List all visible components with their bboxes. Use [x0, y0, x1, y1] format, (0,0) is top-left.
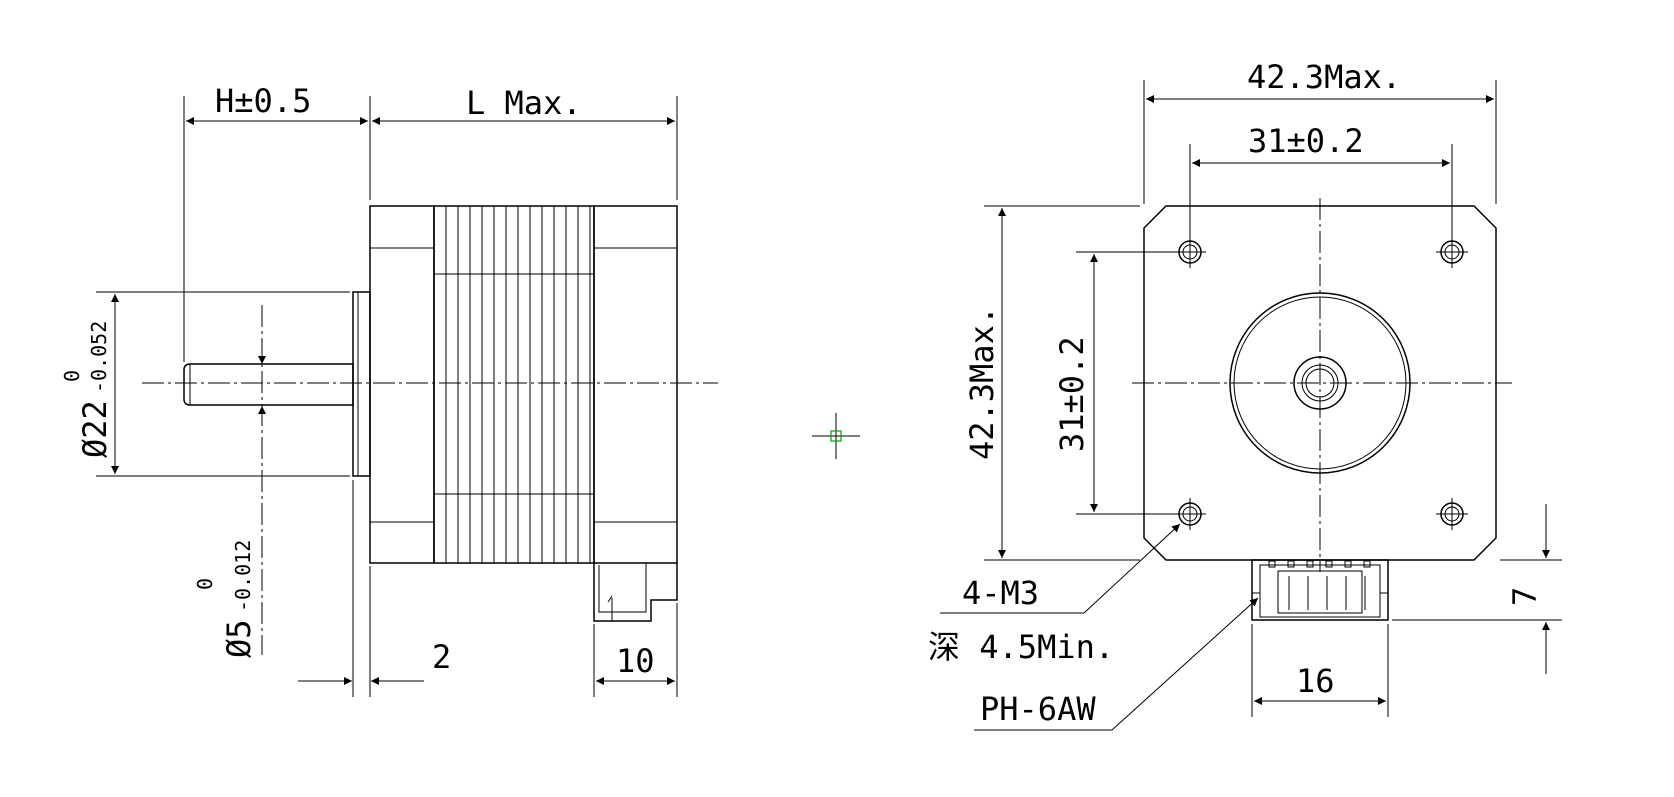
d22-tolerance: -0.052 — [87, 321, 111, 393]
hole-spacing-v-label: 31±0.2 — [1053, 336, 1091, 452]
front-body — [1143, 205, 1497, 561]
d5-label: Ø5 — [220, 619, 258, 658]
mounting-holes — [1174, 236, 1468, 530]
thread-label: 4-M3 — [962, 574, 1039, 612]
pilot-circle — [1229, 292, 1411, 474]
connector-label: PH-6AW — [980, 690, 1096, 728]
front-flange — [369, 205, 435, 564]
connector-side — [593, 563, 678, 622]
origin-marker — [812, 413, 860, 459]
h-dimension-label: H±0.5 — [215, 82, 311, 120]
shaft-circle — [1293, 356, 1347, 410]
connector-pin — [1306, 560, 1314, 568]
dim-10-label: 10 — [616, 642, 655, 680]
shaft — [183, 363, 354, 406]
connector-pin — [1363, 560, 1371, 568]
hole-spacing-h-label: 31±0.2 — [1248, 122, 1364, 160]
front-view: 42.3Max. 31±0.2 42.3Max. 31±0.2 4-M3 深 4… — [928, 58, 1562, 731]
connector-pin — [1287, 560, 1295, 568]
dim-2-label: 2 — [432, 638, 451, 676]
side-view: H±0.5 L Max. Ø22 -0.052 0 Ø5 -0.012 0 2 … — [60, 82, 718, 697]
d5-tolerance: -0.012 — [231, 540, 255, 612]
width-max-label: 42.3Max. — [1247, 58, 1401, 96]
depth-label: 深 4.5Min. — [928, 628, 1114, 666]
connector-pin — [1325, 560, 1333, 568]
d22-zero: 0 — [60, 370, 84, 382]
dim-7-label: 7 — [1506, 587, 1544, 606]
d22-label: Ø22 — [76, 400, 114, 458]
l-dimension-label: L Max. — [466, 84, 582, 122]
dim-16-label: 16 — [1296, 662, 1335, 700]
connector-pin — [1344, 560, 1352, 568]
d5-zero: 0 — [193, 578, 217, 590]
height-max-label: 42.3Max. — [963, 306, 1001, 460]
rear-cap — [593, 205, 678, 564]
connector-front — [1251, 559, 1389, 621]
pilot-boss — [352, 291, 371, 477]
connector-pin — [1268, 560, 1276, 568]
